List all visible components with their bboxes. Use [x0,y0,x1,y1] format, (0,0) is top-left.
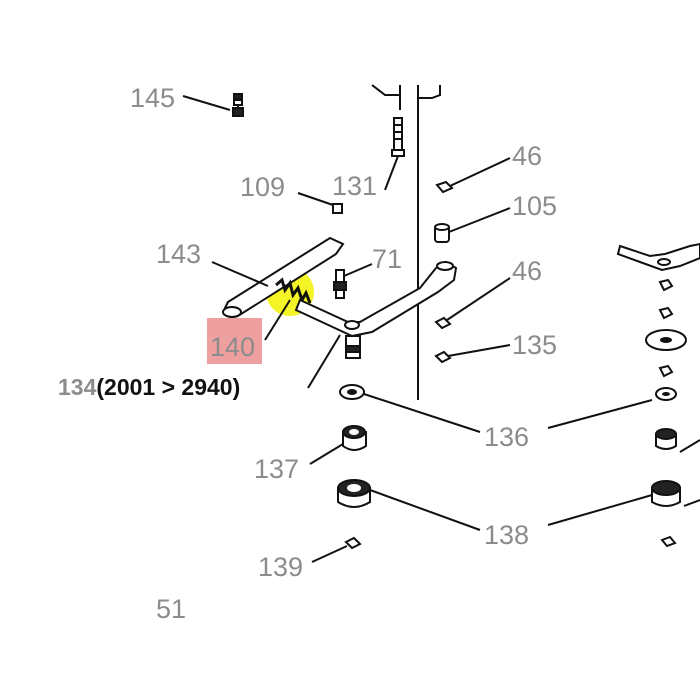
label-136: 136 [484,422,529,452]
upper-housing [371,84,441,400]
label-71: 71 [372,244,402,274]
right-assembly [547,242,700,548]
bushing-105 [434,207,511,243]
bushing-138 [337,479,481,531]
bent-arm-134 [294,260,458,389]
label-138: 138 [484,520,529,550]
part-109 [297,192,343,214]
bolt-131 [384,117,405,191]
label-51: 51 [156,594,186,624]
label-105: 105 [512,191,557,221]
highlight-red-box [207,318,262,364]
label-46-lower: 46 [512,256,542,286]
label-140: 140 [210,332,255,362]
label-145: 145 [130,83,175,113]
part-139 [311,536,362,563]
label-46-top: 46 [512,141,542,171]
label-143: 143 [156,239,201,269]
label-139: 139 [258,552,303,582]
part-135 [434,344,511,364]
label-137: 137 [254,454,299,484]
spring-140 [264,277,312,341]
label-131: 131 [332,171,377,201]
pin-71 [333,263,373,299]
washer-46-lower [434,277,511,330]
washer-46-top [435,157,511,194]
bushing-137 [309,425,367,465]
label-109: 109 [240,172,285,202]
screw-145 [182,93,244,117]
post-under-arm [345,335,361,359]
label-135: 135 [512,330,557,360]
label-134: 134(2001 > 2940) [58,374,240,400]
washer-136 [339,384,481,433]
arm-143 [211,236,345,318]
